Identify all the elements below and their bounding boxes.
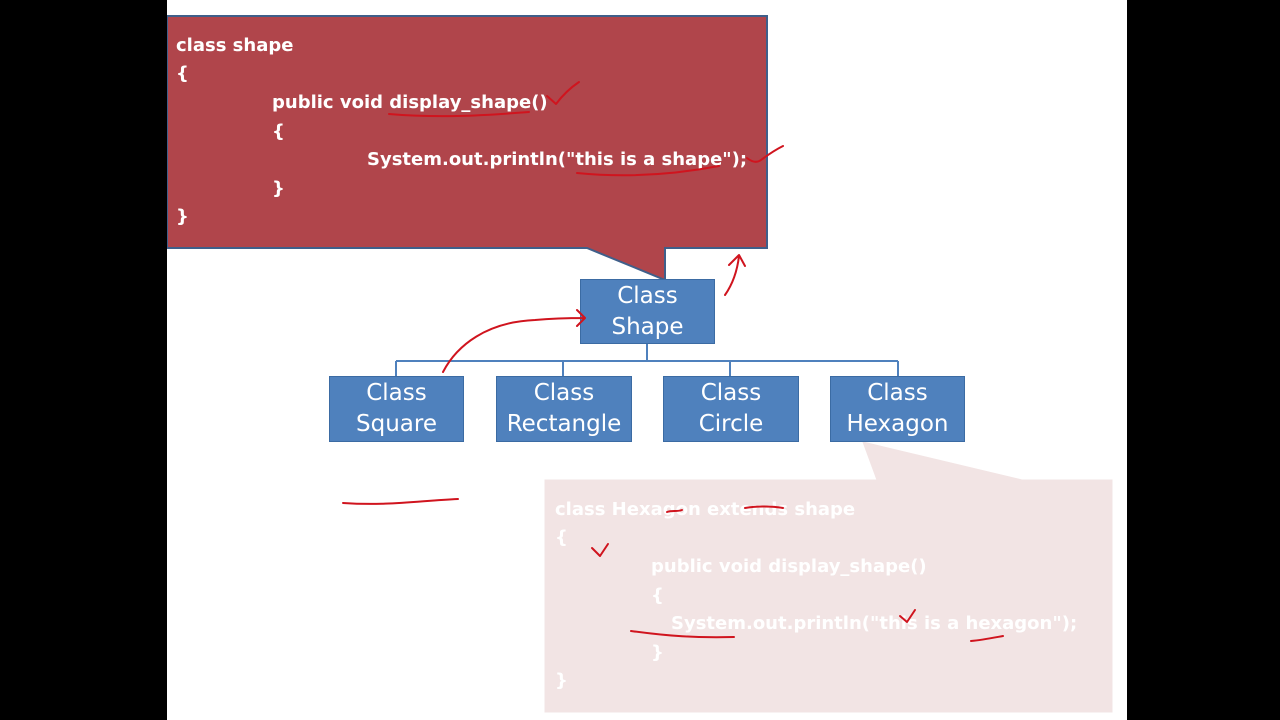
class-rectangle-label-2: Rectangle [506,411,622,437]
code-bottom-line-4: { [651,585,664,606]
class-shape-label-1: Class [617,282,678,309]
class-circle-label-1: Class [700,380,762,406]
class-circle-box: Class Circle [663,376,799,442]
hierarchy-connectors [395,344,899,376]
class-square-box: Class Square [329,376,464,442]
code-top-line-2: { [176,63,189,84]
class-square-label-1: Class [366,380,427,406]
class-square-label-2: Square [356,411,437,437]
code-top-line-7: } [176,206,189,227]
code-top-line-6: } [272,178,285,199]
code-bottom-line-1: class Hexagon extends shape [555,499,856,520]
class-rectangle-box: Class Rectangle [496,376,632,442]
class-hexagon-label-2: Hexagon [846,411,949,437]
class-hexagon-label-1: Class [867,380,928,406]
class-rectangle-label-1: Class [533,380,595,406]
code-top-line-1: class shape [176,35,294,56]
callout-top-shape [167,15,768,282]
code-bottom-line-7: } [555,670,568,691]
code-bottom-line-6: } [651,642,664,663]
class-shape-label-2: Shape [611,313,684,340]
class-circle-label-2: Circle [698,411,764,437]
class-hexagon-box: Class Hexagon [830,376,965,442]
callout-bottom-shape [544,441,1113,713]
code-top-line-5: System.out.println("this is a shape"); [367,149,748,170]
callout-bottom-path [544,441,1113,713]
class-shape-box: Class Shape [580,279,715,344]
callout-top-path [167,15,768,282]
slide: class shape { public void display_shape(… [167,0,1127,720]
code-bottom-line-5: System.out.println("this is a hexagon"); [671,613,1078,634]
code-bottom-line-2: { [555,527,568,548]
code-top-line-3: public void display_shape() [272,92,548,113]
code-bottom-line-3: public void display_shape() [651,556,927,577]
code-top-line-4: { [272,121,285,142]
